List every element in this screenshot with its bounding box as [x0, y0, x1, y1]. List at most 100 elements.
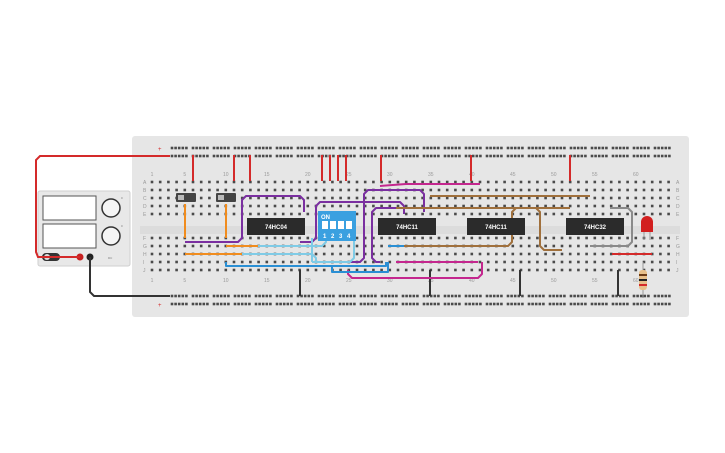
current-knob[interactable]	[101, 226, 121, 246]
breadboard-hole[interactable]	[404, 212, 408, 216]
breadboard-hole[interactable]	[618, 268, 621, 272]
breadboard-hole[interactable]	[290, 154, 293, 158]
breadboard-hole[interactable]	[478, 196, 482, 200]
breadboard-hole[interactable]	[374, 146, 377, 150]
breadboard-hole[interactable]	[495, 268, 498, 272]
breadboard-hole[interactable]	[478, 204, 482, 208]
breadboard-hole[interactable]	[408, 294, 412, 298]
breadboard-hole[interactable]	[363, 302, 366, 306]
breadboard-hole[interactable]	[486, 180, 490, 184]
breadboard-hole[interactable]	[563, 146, 566, 150]
breadboard-hole[interactable]	[552, 146, 555, 150]
breadboard-hole[interactable]	[359, 146, 363, 150]
breadboard-hole[interactable]	[286, 294, 290, 298]
breadboard-hole[interactable]	[279, 146, 282, 150]
breadboard-hole[interactable]	[345, 146, 349, 150]
breadboard-hole[interactable]	[659, 268, 662, 272]
breadboard-hole[interactable]	[471, 302, 475, 306]
breadboard-hole[interactable]	[396, 268, 400, 272]
breadboard-hole[interactable]	[391, 146, 395, 150]
breadboard-hole[interactable]	[370, 146, 374, 150]
breadboard-hole[interactable]	[181, 294, 185, 298]
breadboard-hole[interactable]	[216, 188, 219, 192]
breadboard-hole[interactable]	[568, 236, 572, 240]
breadboard-hole[interactable]	[639, 294, 643, 298]
breadboard-hole[interactable]	[281, 236, 285, 240]
breadboard-hole[interactable]	[321, 146, 324, 150]
breadboard-hole[interactable]	[306, 260, 310, 264]
breadboard-hole[interactable]	[492, 302, 496, 306]
breadboard-hole[interactable]	[384, 154, 387, 158]
breadboard-hole[interactable]	[355, 180, 359, 184]
breadboard-hole[interactable]	[429, 204, 433, 208]
breadboard-hole[interactable]	[269, 154, 272, 158]
breadboard-hole[interactable]	[479, 146, 482, 150]
breadboard-hole[interactable]	[412, 294, 416, 298]
breadboard-hole[interactable]	[224, 180, 228, 184]
breadboard-hole[interactable]	[445, 180, 449, 184]
breadboard-hole[interactable]	[552, 268, 556, 272]
breadboard-hole[interactable]	[626, 196, 629, 200]
breadboard-hole[interactable]	[486, 260, 490, 264]
breadboard-hole[interactable]	[254, 146, 258, 150]
breadboard-hole[interactable]	[391, 294, 395, 298]
breadboard-hole[interactable]	[569, 294, 573, 298]
breadboard-hole[interactable]	[296, 146, 300, 150]
breadboard-hole[interactable]	[458, 302, 461, 306]
breadboard-hole[interactable]	[590, 146, 594, 150]
breadboard-hole[interactable]	[429, 236, 433, 240]
breadboard-hole[interactable]	[380, 212, 383, 216]
breadboard-hole[interactable]	[609, 204, 613, 208]
breadboard-hole[interactable]	[560, 204, 564, 208]
breadboard-hole[interactable]	[542, 302, 545, 306]
breadboard-hole[interactable]	[647, 154, 650, 158]
breadboard-hole[interactable]	[421, 268, 424, 272]
dip-switch[interactable]: ON 1 2 3 4	[318, 211, 356, 241]
breadboard-hole[interactable]	[345, 154, 349, 158]
breadboard-hole[interactable]	[668, 302, 671, 306]
breadboard-hole[interactable]	[593, 268, 597, 272]
breadboard-hole[interactable]	[580, 154, 584, 158]
breadboard-hole[interactable]	[257, 236, 260, 240]
breadboard-hole[interactable]	[324, 146, 328, 150]
breadboard-hole[interactable]	[601, 196, 605, 200]
breadboard-hole[interactable]	[258, 146, 261, 150]
breadboard-hole[interactable]	[237, 294, 240, 298]
breadboard-hole[interactable]	[636, 146, 639, 150]
breadboard-hole[interactable]	[593, 212, 597, 216]
breadboard-hole[interactable]	[536, 268, 539, 272]
breadboard-hole[interactable]	[486, 268, 490, 272]
breadboard-hole[interactable]	[559, 154, 563, 158]
breadboard-hole[interactable]	[355, 268, 359, 272]
breadboard-hole[interactable]	[544, 268, 547, 272]
breadboard-hole[interactable]	[634, 260, 638, 264]
breadboard-hole[interactable]	[443, 146, 447, 150]
breadboard-hole[interactable]	[667, 252, 670, 256]
breadboard-hole[interactable]	[534, 302, 538, 306]
breadboard-hole[interactable]	[206, 146, 209, 150]
breadboard-hole[interactable]	[345, 302, 349, 306]
breadboard-hole[interactable]	[150, 236, 154, 240]
breadboard-hole[interactable]	[265, 268, 269, 272]
breadboard-hole[interactable]	[577, 244, 580, 248]
breadboard-hole[interactable]	[396, 204, 400, 208]
breadboard-hole[interactable]	[384, 146, 387, 150]
breadboard-hole[interactable]	[618, 204, 621, 208]
breadboard-hole[interactable]	[303, 294, 307, 298]
breadboard-hole[interactable]	[395, 146, 398, 150]
breadboard-hole[interactable]	[258, 302, 261, 306]
breadboard-hole[interactable]	[544, 204, 547, 208]
breadboard-hole[interactable]	[421, 188, 424, 192]
breadboard-hole[interactable]	[626, 268, 629, 272]
breadboard-hole[interactable]	[372, 268, 375, 272]
breadboard-hole[interactable]	[664, 146, 668, 150]
breadboard-hole[interactable]	[536, 204, 539, 208]
breadboard-hole[interactable]	[577, 204, 580, 208]
breadboard-hole[interactable]	[510, 302, 513, 306]
breadboard-hole[interactable]	[269, 294, 272, 298]
breadboard-hole[interactable]	[306, 204, 310, 208]
breadboard-hole[interactable]	[248, 146, 251, 150]
breadboard-hole[interactable]	[345, 294, 349, 298]
breadboard-hole[interactable]	[338, 146, 342, 150]
breadboard-hole[interactable]	[199, 188, 203, 192]
